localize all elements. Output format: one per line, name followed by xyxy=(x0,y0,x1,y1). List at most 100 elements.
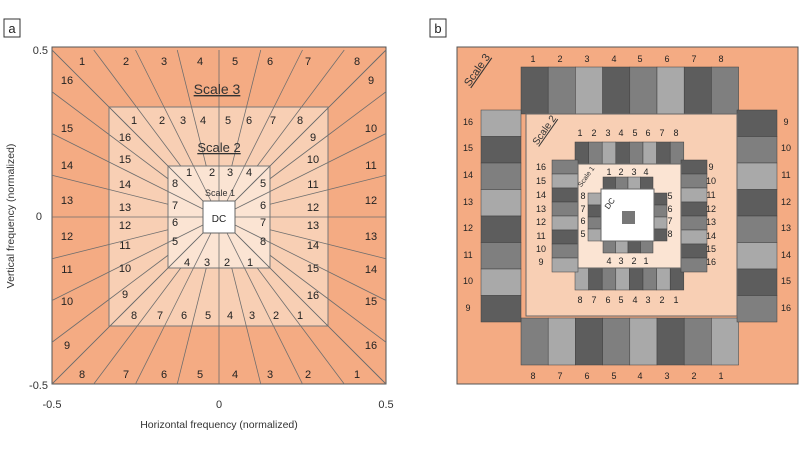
scale3-wedge-line xyxy=(51,174,110,190)
scale3-wedge-line xyxy=(51,326,110,385)
subband-number: 15 xyxy=(781,276,791,286)
subband-number: 8 xyxy=(354,56,360,68)
subband-tile xyxy=(587,192,602,206)
subband-number: 1 xyxy=(186,167,192,179)
subband-tile xyxy=(656,267,671,291)
scale3-tiles xyxy=(480,66,778,366)
scale1-wedge-line xyxy=(234,224,271,243)
subband-number: 10 xyxy=(536,244,546,254)
x-axis-title: Horizontal frequency (normalized) xyxy=(140,419,298,431)
subband-number: 14 xyxy=(781,250,791,260)
scale2-wedge-line xyxy=(256,106,302,167)
scale2-wedge-line xyxy=(136,106,182,167)
subband-tile xyxy=(683,66,712,115)
subband-tile xyxy=(736,136,778,164)
subband-number: 15 xyxy=(536,176,546,186)
subband-tile xyxy=(551,243,579,259)
subband-number: 4 xyxy=(197,56,203,68)
subband-number: 5 xyxy=(232,56,238,68)
subband-tile xyxy=(680,243,708,259)
subband-tile xyxy=(615,267,630,291)
scale2-wedge-line xyxy=(136,267,182,328)
subband-number: 4 xyxy=(246,167,252,179)
subband-tile xyxy=(587,204,602,218)
subband-number: 10 xyxy=(781,143,791,153)
scale3-wedge-line xyxy=(176,326,192,385)
scale1-wedge-line xyxy=(167,191,204,210)
subband-tile xyxy=(575,317,603,366)
subband-tile xyxy=(629,141,644,165)
subband-number: 13 xyxy=(119,202,131,214)
subband-number: 2 xyxy=(591,128,596,138)
scale2-wedge-line xyxy=(269,229,330,245)
subband-number: 9 xyxy=(368,75,374,87)
subband-number: 6 xyxy=(664,54,669,64)
subband-number: 11 xyxy=(536,231,545,241)
subband-number: 3 xyxy=(584,54,589,64)
subband-number: 7 xyxy=(157,310,163,322)
subband-number: 2 xyxy=(209,167,215,179)
subband-number: 1 xyxy=(530,54,535,64)
subband-number: 13 xyxy=(536,204,546,214)
scale3-wedge-line xyxy=(328,91,387,135)
subband-tile xyxy=(520,317,549,366)
subband-number: 16 xyxy=(706,257,716,267)
subband-number: 12 xyxy=(536,217,546,227)
subband-tile xyxy=(736,189,778,217)
subband-number: 8 xyxy=(79,369,85,381)
subband-number: 5 xyxy=(667,191,672,201)
scale1-wedge-line xyxy=(234,191,271,210)
subband-number: 13 xyxy=(307,220,319,232)
subband-number: 16 xyxy=(119,132,131,144)
subband-tile xyxy=(680,187,708,203)
subband-number: 3 xyxy=(180,115,186,127)
subband-number: 4 xyxy=(227,310,233,322)
y-tick-top: 0.5 xyxy=(33,45,48,57)
scale3-wedge-line xyxy=(301,49,345,108)
subband-number: 15 xyxy=(307,263,319,275)
subband-number: 7 xyxy=(557,371,562,381)
x-tick-left: -0.5 xyxy=(43,399,62,411)
subband-number: 15 xyxy=(119,154,131,166)
subband-tile xyxy=(601,267,617,291)
subband-tile xyxy=(680,215,708,231)
scale3-wedge-line xyxy=(301,326,345,385)
scale2-wedge-line xyxy=(244,106,275,167)
scale1-wedge-line xyxy=(226,232,245,269)
subband-tile xyxy=(551,257,579,273)
scale1-tiles xyxy=(587,176,668,254)
subband-tile xyxy=(602,240,616,254)
subband-number: 14 xyxy=(307,240,319,252)
subband-number: 9 xyxy=(538,257,543,267)
subband-tile xyxy=(587,228,602,242)
subband-number: 12 xyxy=(463,223,473,233)
subband-number: 14 xyxy=(706,231,716,241)
subband-number: 5 xyxy=(580,229,585,239)
scale2-wedge-line xyxy=(269,161,330,192)
subband-number: 2 xyxy=(618,167,623,177)
subband-tile xyxy=(653,192,668,206)
subband-number: 16 xyxy=(536,162,546,172)
subband-number: 1 xyxy=(354,369,360,381)
subband-tile xyxy=(736,268,778,296)
y-tick-bottom: -0.5 xyxy=(29,380,48,392)
scale1-label: Scale 1 xyxy=(205,188,235,198)
subband-number: 5 xyxy=(260,178,266,190)
scale1-wedge-line xyxy=(234,232,271,269)
subband-number: 7 xyxy=(172,200,178,212)
scale2-wedge-line xyxy=(269,242,330,273)
subband-tile xyxy=(640,240,654,254)
subband-number: 3 xyxy=(267,369,273,381)
scale2-wedge-line xyxy=(163,106,194,167)
subband-number: 4 xyxy=(643,167,648,177)
subband-number: 13 xyxy=(61,195,73,207)
subband-number: 11 xyxy=(463,250,472,260)
scale3-wedge-line xyxy=(328,326,387,385)
scale2-wedge-line xyxy=(256,267,302,328)
subband-number: 14 xyxy=(536,190,546,200)
subband-tile xyxy=(551,215,579,231)
subband-tile xyxy=(480,189,522,217)
scale3-wedge-line xyxy=(51,49,110,108)
